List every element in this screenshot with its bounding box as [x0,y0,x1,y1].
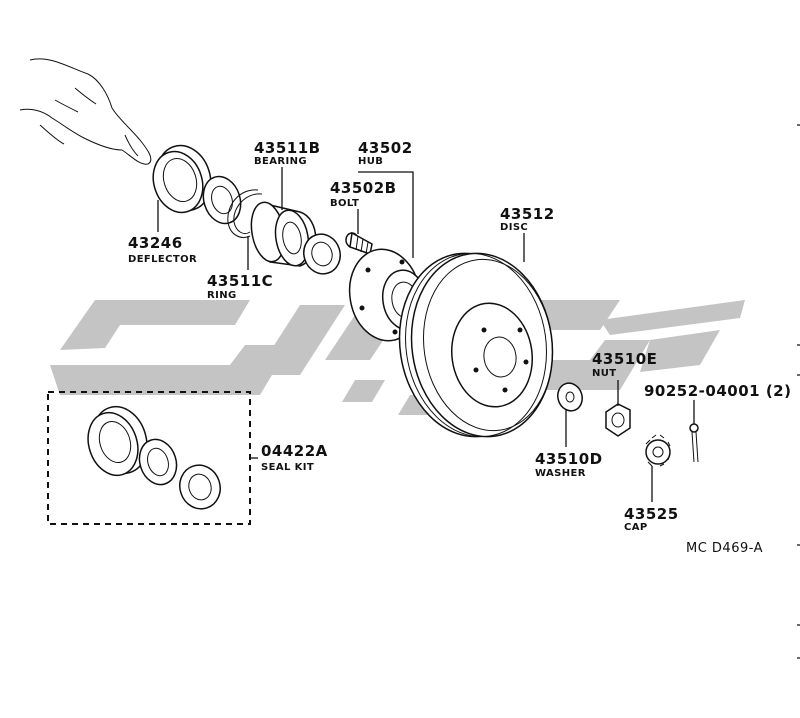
seal-kit-number: 04422A [261,442,328,460]
bolt-name: BOLT [330,198,359,209]
deflector-name: DEFLECTOR [128,254,197,265]
cotter-pin-number: 90252-04001 (2) [644,382,791,400]
washer-number: 43510D [535,450,603,468]
nut-part [605,403,631,437]
label-deflector: 43246 DEFLECTOR [128,234,197,265]
bolt-part [345,231,373,255]
washer-part [557,382,583,412]
label-seal-kit: 04422A SEAL KIT [261,442,328,473]
disc-part [398,252,554,438]
label-bolt: 43502B BOLT [330,179,397,209]
deflector-number: 43246 [128,234,183,252]
washer-name: WASHER [535,468,586,479]
cotter-pin-part [689,423,699,463]
seal-part [303,233,341,275]
cap-name: CAP [624,522,648,533]
label-hub: 43502 HUB [358,139,413,167]
bearing-name: BEARING [254,156,307,167]
label-ring: 43511C RING [207,272,273,301]
ring-part [227,189,263,238]
nut-number: 43510E [592,350,657,368]
margin-ticks [797,124,800,659]
seal-kit-parts [87,405,221,510]
ring-name: RING [207,290,237,301]
bolt-number: 43502B [330,179,397,197]
hand-pointer-icon [19,58,152,165]
hub-name: HUB [358,156,383,167]
hub-number: 43502 [358,139,413,157]
cap-number: 43525 [624,505,679,523]
ring-number: 43511C [207,272,273,290]
label-washer: 43510D WASHER [535,450,603,479]
disc-number: 43512 [500,205,555,223]
deflector-part [152,144,212,214]
inner-race-part [202,175,242,225]
nut-name: NUT [592,368,617,379]
label-cotter-pin: 90252-04001 (2) [644,382,791,400]
disc-name: DISC [500,222,528,233]
label-disc: 43512 DISC [500,205,555,233]
bearing-number: 43511B [254,139,321,157]
seal-kit-name: SEAL KIT [261,462,314,473]
label-bearing: 43511B BEARING [254,139,321,167]
label-nut: 43510E NUT [592,350,657,379]
label-cap: 43525 CAP [624,505,679,533]
cap-part [645,434,671,467]
diagram-code: MC D469-A [686,541,763,556]
leader-lines [157,167,695,502]
